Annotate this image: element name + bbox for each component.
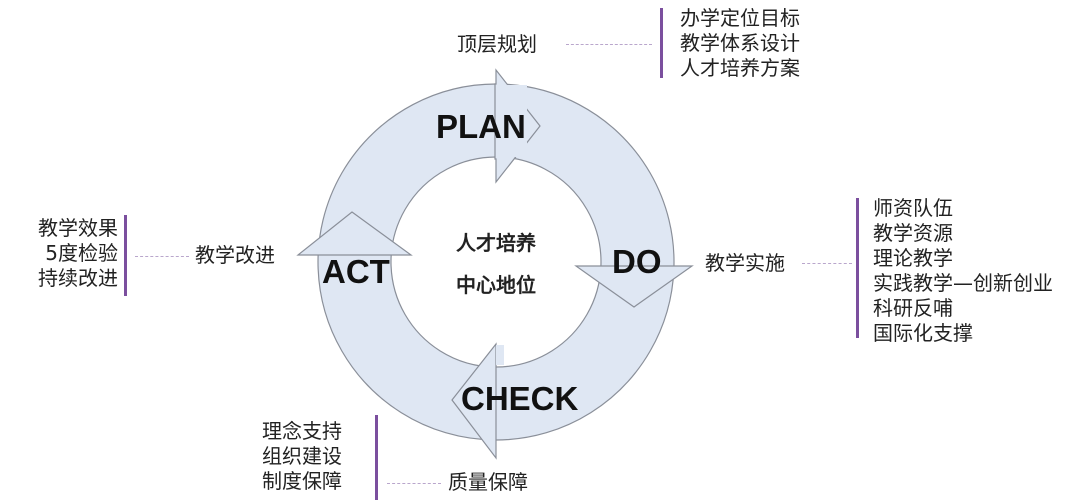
plan-join bbox=[497, 85, 527, 157]
list-item: 实践教学—创新创业 bbox=[873, 271, 1053, 295]
list-item: 国际化支撑 bbox=[873, 321, 973, 345]
connector-line bbox=[802, 263, 852, 264]
list-item: 教学体系设计 bbox=[680, 31, 800, 55]
do-label: DO bbox=[612, 243, 662, 280]
list-item: 5度检验 bbox=[45, 241, 118, 265]
bracket-bar bbox=[660, 8, 663, 78]
act-stage-label: 教学改进 bbox=[195, 243, 275, 267]
act-items: 教学效果 5度检验 持续改进 bbox=[18, 216, 118, 291]
list-item: 人才培养方案 bbox=[680, 56, 800, 80]
list-item: 理念支持 bbox=[262, 419, 342, 443]
check-items: 理念支持 组织建设 制度保障 bbox=[262, 419, 342, 494]
bracket-bar bbox=[375, 415, 378, 500]
check-stage-label: 质量保障 bbox=[448, 470, 528, 494]
ring bbox=[317, 83, 675, 441]
list-item: 师资队伍 bbox=[873, 196, 953, 220]
bracket-bar bbox=[124, 215, 127, 296]
list-item: 教学资源 bbox=[873, 221, 953, 245]
do-items: 师资队伍 教学资源 理论教学 实践教学—创新创业 科研反哺 国际化支撑 bbox=[873, 196, 1053, 346]
check-label: CHECK bbox=[461, 380, 579, 417]
plan-stage-label: 顶层规划 bbox=[457, 32, 537, 56]
connector-line bbox=[387, 483, 441, 484]
list-item: 理论教学 bbox=[873, 246, 953, 270]
list-item: 组织建设 bbox=[262, 444, 342, 468]
check-arrowhead bbox=[451, 342, 497, 460]
center-text: 人才培养 中心地位 bbox=[436, 222, 556, 306]
bracket-bar bbox=[856, 198, 859, 338]
connector-line bbox=[135, 256, 189, 257]
act-arrowhead bbox=[296, 211, 413, 256]
list-item: 教学效果 bbox=[38, 216, 118, 240]
connector-line bbox=[566, 44, 652, 45]
center-line: 人才培养 bbox=[456, 231, 536, 255]
list-item: 办学定位目标 bbox=[680, 6, 800, 30]
list-item: 持续改进 bbox=[38, 266, 118, 290]
do-stage-label: 教学实施 bbox=[705, 251, 785, 275]
act-label: ACT bbox=[322, 253, 390, 290]
plan-items: 办学定位目标 教学体系设计 人才培养方案 bbox=[680, 6, 800, 81]
check-join bbox=[496, 345, 504, 365]
list-item: 科研反哺 bbox=[873, 296, 953, 320]
plan-label: PLAN bbox=[436, 108, 526, 145]
list-item: 制度保障 bbox=[262, 469, 342, 493]
do-arrowhead bbox=[574, 265, 694, 308]
center-line: 中心地位 bbox=[456, 273, 536, 297]
